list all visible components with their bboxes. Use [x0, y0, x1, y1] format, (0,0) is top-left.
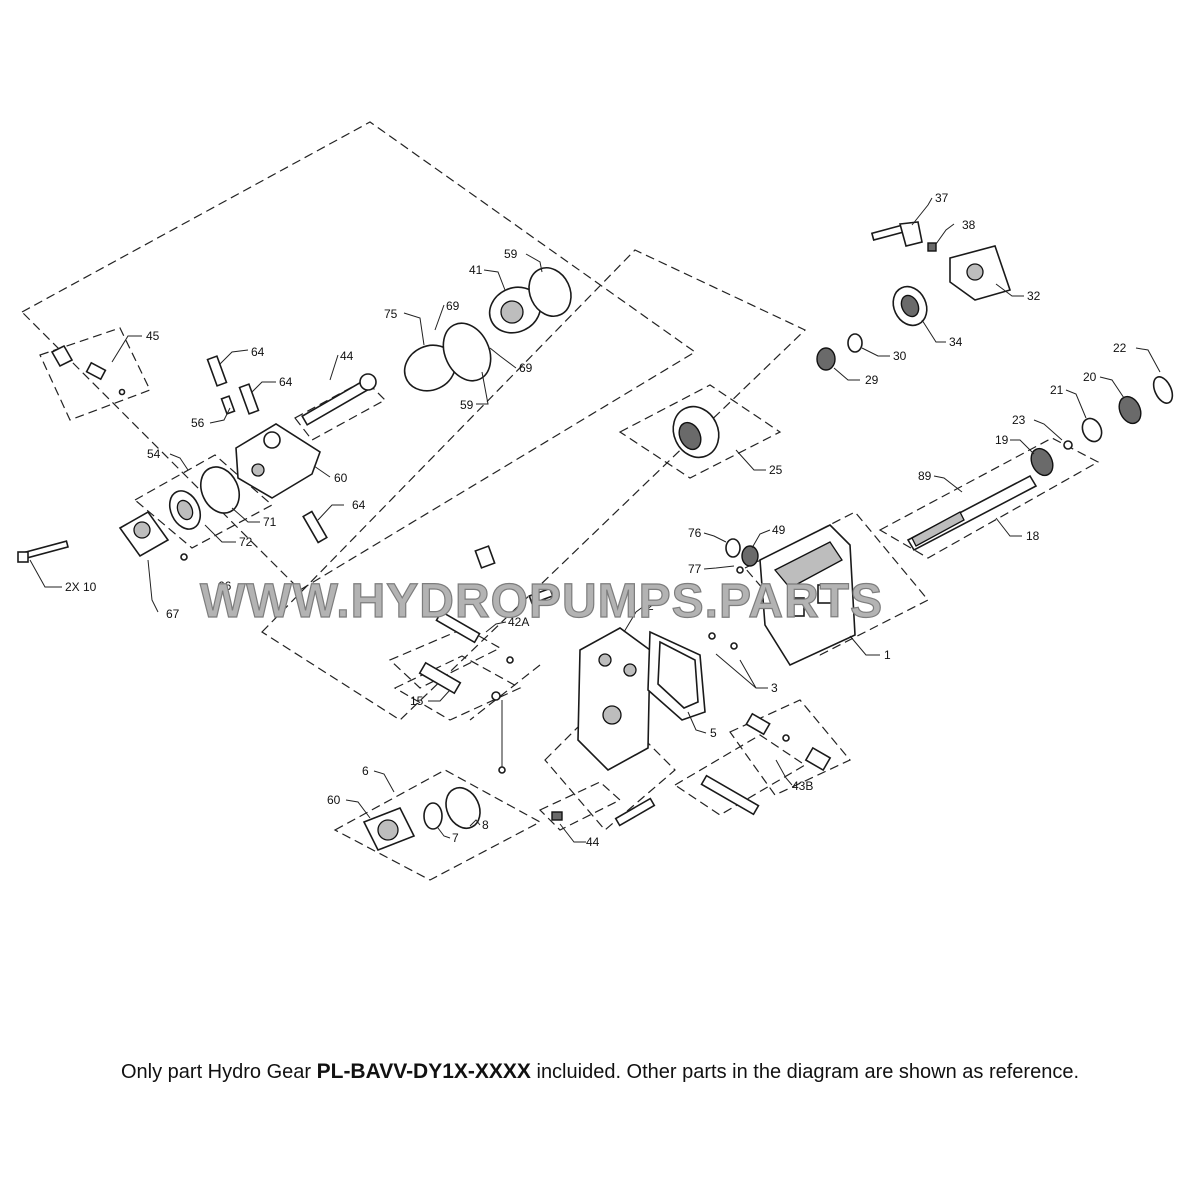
callout-44: 44 — [340, 349, 354, 363]
callout-69: 69 — [446, 299, 460, 313]
caption-suffix: incluided. Other parts in the diagram ar… — [530, 1061, 1080, 1083]
callout-89: 89 — [918, 469, 932, 483]
callout-77: 77 — [688, 562, 702, 576]
callout-64: 64 — [251, 345, 265, 359]
center-section-2 — [577, 627, 651, 771]
callout-29: 29 — [865, 373, 879, 387]
watermark: WWW.HYDROPUMPS.PARTS — [200, 575, 883, 628]
callout-60: 60 — [334, 471, 348, 485]
callout-69: 69 — [519, 361, 533, 375]
fitting-64-group — [206, 355, 328, 544]
main-housing-1 — [759, 524, 856, 667]
seals-76-49-77 — [725, 538, 759, 574]
callout-72: 72 — [239, 535, 253, 549]
callout-49: 49 — [772, 523, 786, 537]
callout-60: 60 — [327, 793, 341, 807]
callout-1: 1 — [884, 648, 891, 662]
callout-18: 18 — [1026, 529, 1040, 543]
callout-75: 75 — [384, 307, 398, 321]
callout-64: 64 — [352, 498, 366, 512]
callout-59: 59 — [460, 398, 474, 412]
callout-42a: 42A — [508, 615, 529, 629]
callout-3: 3 — [771, 681, 778, 695]
callout-54: 54 — [147, 447, 161, 461]
cartridge-42a-valve-15 — [418, 545, 554, 774]
shaft-89 — [906, 474, 1038, 552]
parts-art — [17, 221, 1174, 852]
leader-lines — [29, 197, 1161, 843]
callout-6: 6 — [362, 764, 369, 778]
control-arm-37-38-32 — [870, 221, 1012, 301]
end-cap-60-gear-7-oring-8 — [362, 787, 481, 852]
callout-67: 67 — [166, 607, 180, 621]
gasket-5 — [647, 630, 706, 721]
caption-prefix: Only part Hydro Gear — [120, 1061, 317, 1083]
charge-pump-housing-60 — [235, 423, 321, 499]
callout-20: 20 — [1083, 370, 1097, 384]
callout-5: 5 — [710, 726, 717, 740]
seal-34-ring-30-bearing-29 — [816, 285, 928, 371]
callout-8: 8 — [482, 818, 489, 832]
caption-part-number: PL-BAVV-DY1X-XXXX — [316, 1060, 531, 1083]
cap-67 — [118, 510, 188, 561]
callout-7: 7 — [452, 831, 459, 845]
callout-66: 66 — [218, 579, 232, 593]
callout-71: 71 — [263, 515, 277, 529]
callout-15: 15 — [410, 694, 424, 708]
callout-56: 56 — [191, 416, 205, 430]
callout-25: 25 — [769, 463, 783, 477]
bearing-19-clip-23-washer-21-bearing-20-ring-22 — [1030, 376, 1174, 477]
callout-59: 59 — [504, 247, 518, 261]
callout-41: 41 — [469, 263, 483, 277]
callout-37: 37 — [935, 191, 949, 205]
bolt-10 — [17, 540, 69, 563]
callout-38: 38 — [962, 218, 976, 232]
callout-19: 19 — [995, 433, 1009, 447]
gasket-oring-plate-stack — [403, 267, 572, 392]
callout-21: 21 — [1050, 383, 1064, 397]
callout-32: 32 — [1027, 289, 1041, 303]
callout-2: 2 — [647, 599, 654, 613]
callout-34: 34 — [949, 335, 963, 349]
callout-64: 64 — [279, 375, 293, 389]
bearing-25 — [672, 405, 720, 459]
callout-76: 76 — [688, 526, 702, 540]
callout-22: 22 — [1113, 341, 1127, 355]
seal-bearing-71-72 — [168, 466, 241, 530]
callout-23: 23 — [1012, 413, 1026, 427]
callout-45: 45 — [146, 329, 160, 343]
callout-2x-10: 2X 10 — [65, 580, 97, 594]
callout-43b: 43B — [792, 779, 813, 793]
dowel-pins-3 — [708, 632, 738, 650]
cartridge-44-top — [301, 373, 377, 426]
callout-30: 30 — [893, 349, 907, 363]
callout-44: 44 — [586, 835, 600, 849]
plug-fitting-45 — [50, 344, 126, 396]
cartridge-43b — [745, 712, 832, 772]
cartridge-44-bottom — [551, 774, 760, 827]
callout-labels: 45 64 64 44 75 69 41 59 69 59 56 60 54 7… — [65, 191, 1127, 849]
caption: Only part Hydro Gear PL-BAVV-DY1X-XXXX i… — [0, 1060, 1200, 1084]
